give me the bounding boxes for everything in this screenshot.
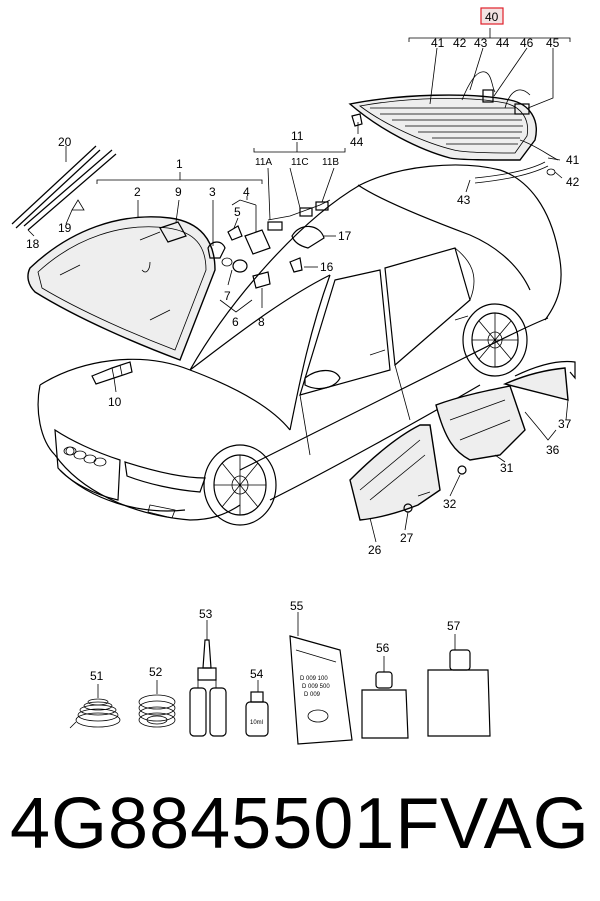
part-number: 4G8845501F	[10, 784, 441, 864]
label-7: 7	[224, 289, 231, 303]
rear-window-harness	[351, 71, 556, 176]
label-57: 57	[447, 619, 461, 633]
label-36: 36	[546, 443, 560, 457]
label-20: 20	[58, 135, 72, 149]
label-51: 51	[90, 669, 104, 683]
item-53-cartridge	[189, 620, 227, 737]
label-9: 9	[175, 185, 182, 199]
rear-window	[348, 94, 559, 184]
car-body	[37, 164, 562, 526]
bottle-54-label: 10ml	[250, 720, 263, 726]
label-42-top: 42	[453, 36, 467, 50]
label-44: 44	[350, 135, 364, 149]
label-52: 52	[149, 665, 163, 679]
label-6: 6	[232, 315, 239, 329]
label-5: 5	[234, 205, 241, 219]
item-57-bottle	[427, 634, 491, 737]
label-55: 55	[290, 599, 304, 613]
a-pillar-trims	[11, 145, 117, 231]
label-41-top: 41	[431, 36, 445, 50]
label-2: 2	[134, 185, 141, 199]
rear-door-glass	[435, 385, 526, 475]
front-door-glass	[349, 424, 441, 521]
windshield	[27, 216, 216, 361]
label-46: 46	[520, 36, 534, 50]
label-44-top: 44	[496, 36, 510, 50]
pack-55-line1: D 009 100	[300, 676, 328, 682]
item-54-bottle: 10ml	[245, 680, 269, 737]
label-53: 53	[199, 607, 213, 621]
label-4: 4	[243, 185, 250, 199]
label-40: 40	[485, 10, 499, 24]
quarter-glass	[502, 360, 576, 401]
item-56-bottle	[361, 656, 409, 739]
pack-55-line2: D 009 500	[302, 684, 330, 690]
item-51-coil	[69, 684, 121, 729]
item-52-coil	[138, 680, 176, 728]
highlight-box-40	[480, 7, 504, 25]
rear-wheel	[462, 303, 528, 377]
front-wheel	[203, 444, 277, 526]
label-18: 18	[26, 237, 40, 251]
callout-labels: 1 2 9 3 4 5 7 6 8 11 11A 11C 11B 17 16 1…	[26, 10, 580, 683]
small-parts	[91, 199, 331, 385]
label-11a: 11A	[255, 157, 272, 168]
pack-55-line3: D 009	[304, 692, 321, 698]
leader-lines	[27, 28, 571, 543]
label-10: 10	[108, 395, 122, 409]
label-43-top: 43	[474, 36, 488, 50]
label-43: 43	[457, 193, 471, 207]
label-17: 17	[338, 229, 352, 243]
label-42: 42	[566, 175, 580, 189]
audi-logo	[65, 446, 75, 456]
brand-name: VAG	[440, 784, 590, 864]
label-32: 32	[443, 497, 457, 511]
label-11c: 11C	[291, 157, 309, 168]
label-41: 41	[566, 153, 580, 167]
label-11: 11	[291, 129, 304, 143]
label-37: 37	[558, 417, 572, 431]
label-54: 54	[250, 667, 264, 681]
label-26: 26	[368, 543, 382, 557]
label-31: 31	[500, 461, 514, 475]
label-56: 56	[376, 641, 390, 655]
item-55-pack: D 009 100 D 009 500 D 009	[289, 612, 353, 745]
label-27: 27	[400, 531, 414, 545]
label-19: 19	[58, 221, 72, 235]
label-45-top: 45	[546, 36, 560, 50]
label-16: 16	[320, 260, 334, 274]
label-11b: 11B	[322, 157, 339, 168]
label-8: 8	[258, 315, 265, 329]
label-3: 3	[209, 185, 216, 199]
label-1: 1	[176, 157, 183, 171]
